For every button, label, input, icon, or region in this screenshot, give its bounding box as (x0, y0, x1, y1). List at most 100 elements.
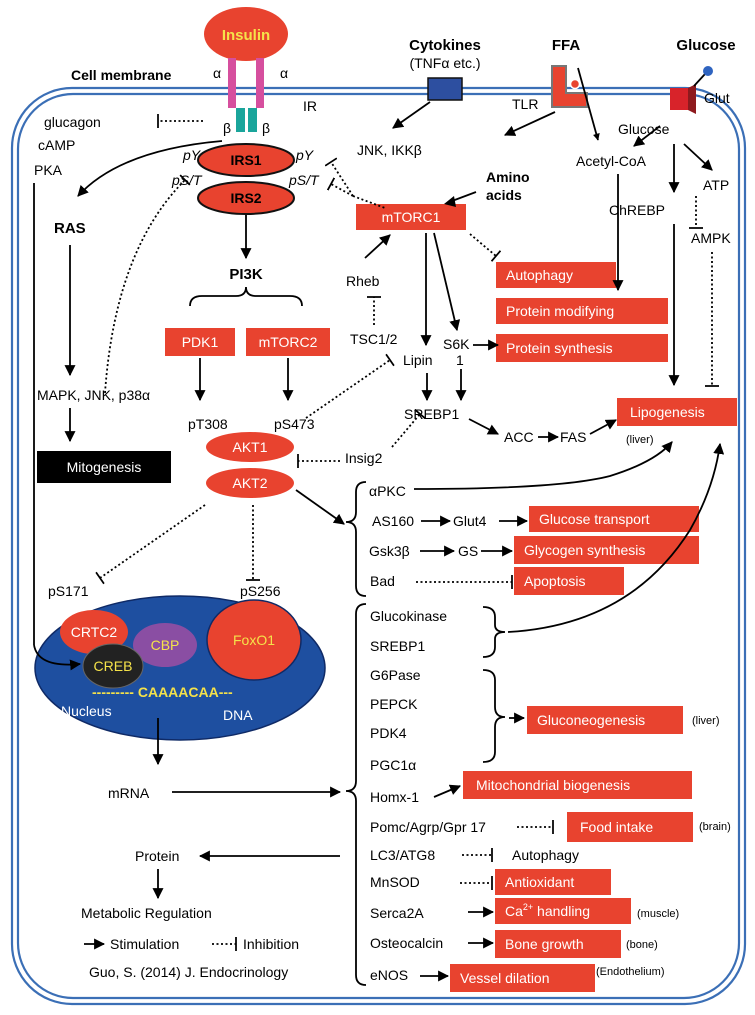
lc3-label: LC3/ATG8 (370, 847, 435, 863)
glut4-label: Glut4 (453, 513, 487, 529)
homx1-label: Homx-1 (370, 789, 419, 805)
mapk-label: MAPK, JNK, p38α (37, 387, 150, 403)
mtorc2-label: mTORC2 (259, 334, 318, 350)
amino-acids-label-1: Amino (486, 169, 530, 185)
foxo1-ellipse (206, 599, 302, 681)
creb-ellipse (82, 643, 144, 689)
dna-label: DNA (223, 707, 253, 723)
pst-right-label: pS/T (288, 172, 320, 188)
mtorc2-box (246, 328, 330, 356)
pka-label: PKA (34, 162, 63, 178)
s6k-label: S6K (443, 336, 470, 352)
pgc1a-label: PGC1α (370, 757, 416, 773)
alpha-right-label: α (280, 65, 288, 81)
akt1-ellipse (206, 432, 294, 462)
akt2-substrate-bracket (345, 481, 367, 597)
food-intake-label: Food intake (580, 819, 653, 835)
autophagy-box-label: Autophagy (506, 267, 573, 283)
liver-label: (liver) (626, 434, 654, 446)
protein-modifying-box (496, 298, 668, 324)
alpha-left-label: α (213, 65, 221, 81)
ca-handling-ca: Ca (505, 903, 523, 919)
mitogenesis-label: Mitogenesis (67, 459, 142, 475)
insulin-label: Insulin (222, 27, 270, 44)
cell-membrane-inner (16, 92, 741, 1000)
atp-label: ATP (703, 177, 729, 193)
glycogen-synthesis-label: Glycogen synthesis (524, 542, 645, 558)
amino-acid-arrowhead (444, 196, 456, 207)
ps171-label: pS171 (48, 583, 89, 599)
ffa-ligand-icon (569, 78, 581, 90)
protein-synthesis-box (496, 334, 668, 362)
antioxidant-label: Antioxidant (505, 874, 574, 890)
metabolic-reg-label: Metabolic Regulation (81, 905, 212, 921)
enos-label: eNOS (370, 967, 408, 983)
protein-synthesis-label: Protein synthesis (506, 340, 613, 356)
pt308-label: pT308 (188, 416, 228, 432)
irs2-ellipse (197, 181, 295, 215)
acetyl-coa-label: Acetyl-CoA (576, 153, 647, 169)
mito-bio-box (463, 771, 692, 799)
lipogenic-gene-brace (482, 606, 506, 658)
liver2-label: (liver) (692, 715, 720, 727)
cbp-ellipse (133, 623, 197, 667)
ir-label: IR (303, 98, 317, 114)
mtorc1-label: mTORC1 (382, 209, 441, 225)
insulin-ellipse (204, 7, 288, 61)
camp-label: cAMP (38, 137, 75, 153)
mitogenesis-box (37, 451, 171, 483)
nucleus-label: Nucleus (61, 703, 112, 719)
tsc-label: TSC1/2 (350, 331, 398, 347)
glucose-transport-label: Glucose transport (539, 511, 650, 527)
beta-left-label: β (223, 120, 231, 136)
akt2-label: AKT2 (232, 475, 267, 491)
autophagy-text-label: Autophagy (512, 847, 579, 863)
pomc-label: Pomc/Agrp/Gpr 17 (370, 819, 486, 835)
pi3k-brace (189, 286, 303, 307)
mtorc1-box (356, 204, 466, 230)
acc-label: ACC (504, 429, 534, 445)
foxo1-label: FoxO1 (233, 632, 275, 648)
glucagon-label: glucagon (44, 114, 101, 130)
protein-modifying-label: Protein modifying (506, 303, 614, 319)
inhibition-links (95, 157, 719, 890)
insig2-label: Insig2 (345, 450, 383, 466)
antioxidant-box (495, 869, 611, 895)
lipogenesis-label: Lipogenesis (630, 404, 705, 420)
srebp1-label: SREBP1 (404, 406, 459, 422)
muscle-label: (muscle) (637, 908, 679, 920)
cbp-label: CBP (151, 637, 180, 653)
bone-growth-label: Bone growth (505, 936, 584, 952)
glut-transporter-side (688, 84, 696, 114)
irs1-ellipse (197, 143, 295, 177)
apkc-label: αPKC (369, 483, 406, 499)
brain-label: (brain) (699, 821, 731, 833)
as160-label: AS160 (372, 513, 414, 529)
pdk4-label: PDK4 (370, 725, 407, 741)
ca-handling-rest: handling (533, 903, 590, 919)
glut-transporter-icon (670, 88, 688, 110)
g6pase-label: G6Pase (370, 667, 421, 683)
stimulation-arrows (33, 67, 725, 982)
lipogenesis-box (617, 398, 737, 426)
stimulation-legend-label: Stimulation (110, 936, 179, 952)
protein-label: Protein (135, 848, 179, 864)
ras-label: RAS (54, 220, 86, 237)
target-gene-bracket (345, 603, 367, 986)
endothelium-label: (Endothelium) (596, 966, 664, 978)
bone-label: (bone) (626, 939, 658, 951)
ffa-receptor-icon (551, 65, 588, 108)
ps256-label: pS256 (240, 583, 281, 599)
cytokine-receptor (427, 77, 463, 101)
ca-handling-box (495, 898, 631, 924)
irs2-label: IRS2 (230, 190, 261, 206)
tlr-label: TLR (512, 96, 538, 112)
amino-acids-label-2: acids (486, 187, 522, 203)
glucose-molecule-icon (703, 66, 713, 76)
cell-membrane-label: Cell membrane (71, 67, 172, 83)
akt1-label: AKT1 (232, 439, 267, 455)
lipin-label: Lipin (403, 352, 433, 368)
gsk3b-label: Gsk3β (369, 543, 410, 559)
pi3k-label: PI3K (229, 266, 263, 283)
gluconeogenic-gene-brace (482, 669, 506, 763)
